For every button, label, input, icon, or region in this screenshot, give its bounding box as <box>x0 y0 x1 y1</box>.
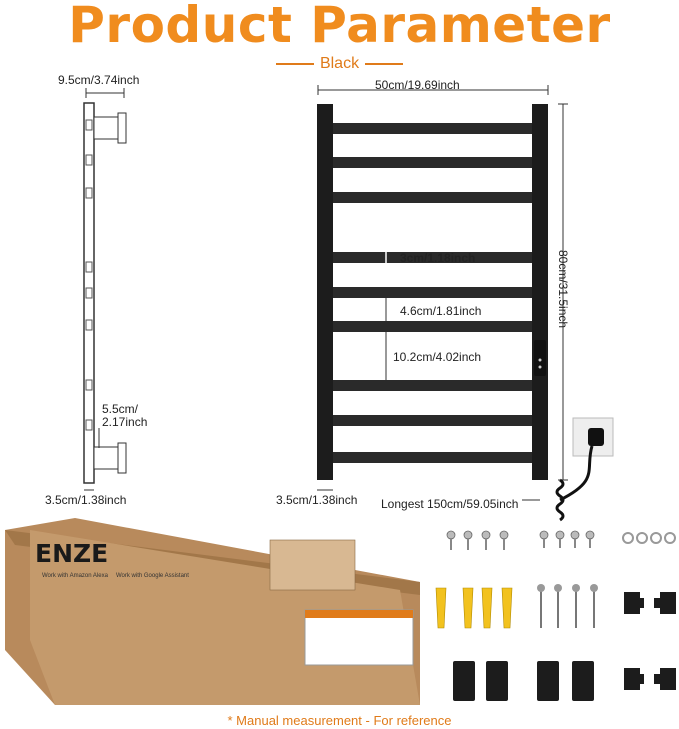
gap-large-label: 10.2cm/4.02inch <box>393 350 482 364</box>
side-width-label: 3.5cm/1.38inch <box>45 493 127 507</box>
cord-length-label: Longest 150cm/59.05inch <box>381 497 519 511</box>
width-label: 50cm/19.69inch <box>375 78 460 92</box>
mount-spacing-label-2: 2.17inch <box>102 415 148 429</box>
color-name: Black <box>319 55 360 72</box>
side-view <box>83 88 127 491</box>
box-alexa-badge: Work with Amazon Alexa <box>42 573 108 579</box>
color-label: Black <box>0 55 679 73</box>
side-depth-label: 9.5cm/3.74inch <box>58 73 140 87</box>
bar-thickness-label: 3cm/1.18inch <box>400 251 476 265</box>
height-label: 80cm/31.5inch <box>556 250 570 329</box>
box-brand-logo: ENZE <box>35 539 109 568</box>
gap-small-label: 4.6cm/1.81inch <box>400 304 482 318</box>
mount-spacing-label-1: 5.5cm/ <box>102 402 139 416</box>
frame-width-label: 3.5cm/1.38inch <box>276 493 358 507</box>
page-title: Product Parameter <box>68 0 611 54</box>
towel-rack-front <box>317 85 614 522</box>
divider-left <box>275 62 314 65</box>
footer-note: * Manual measurement - For reference <box>227 713 452 728</box>
package-box <box>5 518 420 705</box>
divider-right <box>365 62 404 65</box>
box-google-badge: Work with Google Assistant <box>116 573 189 579</box>
accessories <box>435 530 676 701</box>
